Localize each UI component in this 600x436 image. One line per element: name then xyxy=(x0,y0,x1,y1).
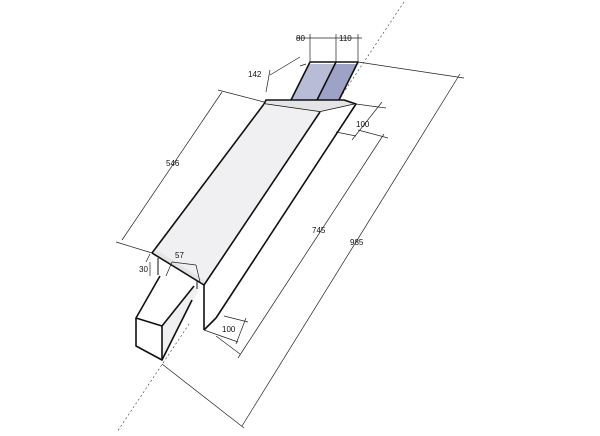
dim-label-100-top: 100 xyxy=(356,120,370,129)
dim-label-142: 142 xyxy=(248,70,262,79)
dim-label-745: 745 xyxy=(312,226,326,235)
dimension-lines xyxy=(115,34,465,429)
bottom-duct xyxy=(135,275,198,361)
dim-label-30: 30 xyxy=(139,265,148,274)
dim-label-80: 80 xyxy=(296,34,305,43)
dim-label-110: 110 xyxy=(339,34,352,43)
dimension-labels: 80 110 142 100 546 745 985 57 30 100 xyxy=(139,34,370,334)
dim-label-57: 57 xyxy=(175,251,184,260)
dim-label-546: 546 xyxy=(166,159,180,168)
dim-label-985: 985 xyxy=(350,238,364,247)
main-body xyxy=(151,99,357,331)
top-duct xyxy=(287,61,359,107)
dim-label-100-bottom: 100 xyxy=(222,325,236,334)
